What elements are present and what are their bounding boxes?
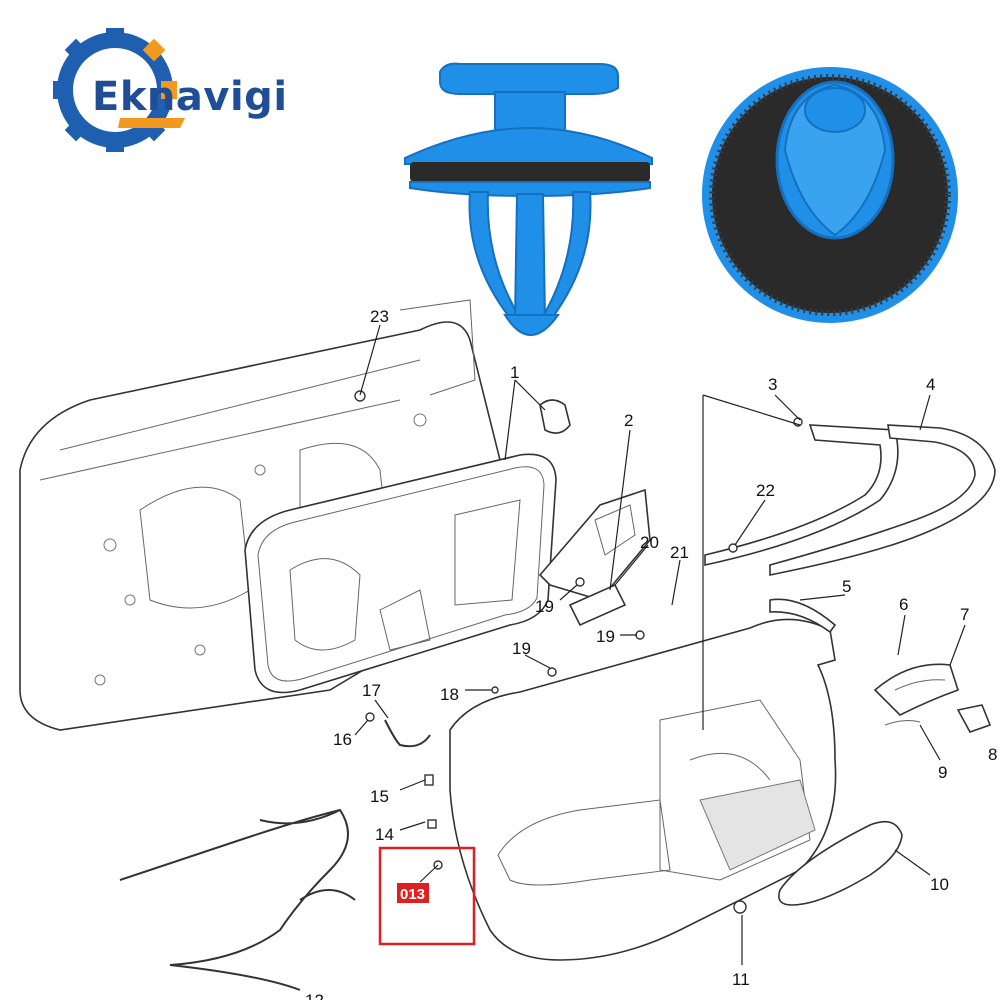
switch-bezel — [538, 488, 651, 627]
callout-11: 11 — [732, 970, 750, 989]
callout-19-b: 19 — [535, 597, 554, 616]
callout-14: 14 — [375, 825, 394, 844]
callout-8: 8 — [988, 745, 997, 764]
door-trim-panel — [449, 598, 837, 961]
callout-7: 7 — [960, 605, 969, 624]
armrest — [778, 820, 903, 906]
brand-name: Eknavigi — [92, 74, 288, 120]
callout-17: 17 — [362, 681, 381, 700]
callout-1: 1 — [510, 363, 519, 382]
callout-5: 5 — [842, 577, 851, 596]
highlight-box: 013 — [378, 846, 476, 946]
callout-18: 18 — [440, 685, 459, 704]
callout-3: 3 — [768, 375, 777, 394]
callout-23: 23 — [370, 307, 389, 326]
water-shield-panel — [244, 453, 557, 694]
clip-side-view — [404, 62, 653, 336]
clip-top-view — [702, 67, 958, 323]
callout-19-c: 19 — [596, 627, 615, 646]
callout-4: 4 — [926, 375, 935, 394]
highlight-tag — [397, 883, 429, 903]
callout-6: 6 — [899, 595, 908, 614]
callout-16: 16 — [333, 730, 352, 749]
callout-9: 9 — [938, 763, 947, 782]
belt-weatherstrip — [704, 424, 996, 576]
callout-15: 15 — [370, 787, 389, 806]
highlight-label: 013 — [400, 886, 425, 903]
inside-handle — [873, 663, 992, 733]
callout-2: 2 — [624, 411, 633, 430]
callout-20: 20 — [640, 533, 659, 552]
brand-logo: Eknavigi — [53, 28, 288, 152]
callout-21: 21 — [670, 543, 689, 562]
callout-12: 12 — [305, 991, 324, 1000]
callout-10: 10 — [930, 875, 949, 894]
wiring-harness — [119, 808, 356, 991]
callout-19-a: 19 — [512, 639, 531, 658]
callout-22: 22 — [756, 481, 775, 500]
